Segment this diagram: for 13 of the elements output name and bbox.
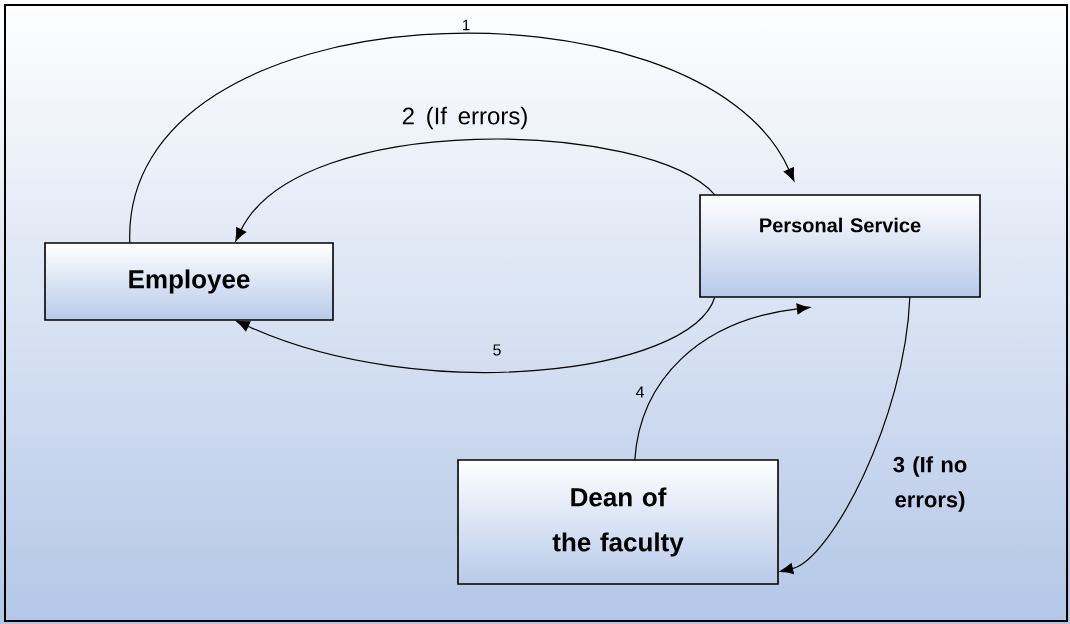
arrow: [129, 33, 795, 244]
arrow: [236, 296, 716, 374]
process-box: Personal Service: [699, 194, 981, 298]
edge-label: 4: [635, 386, 644, 398]
edge-label: 1: [463, 19, 470, 31]
process-box: Dean of the faculty: [457, 459, 779, 585]
arrow: [779, 296, 911, 574]
arrow: [634, 303, 811, 461]
process-box: Employee: [44, 242, 334, 321]
arrow: [235, 138, 716, 242]
edge-label: 2 (If errors): [402, 106, 527, 130]
edge-label: 5: [493, 344, 501, 356]
edge-label: 3 (If no errors): [893, 456, 967, 512]
